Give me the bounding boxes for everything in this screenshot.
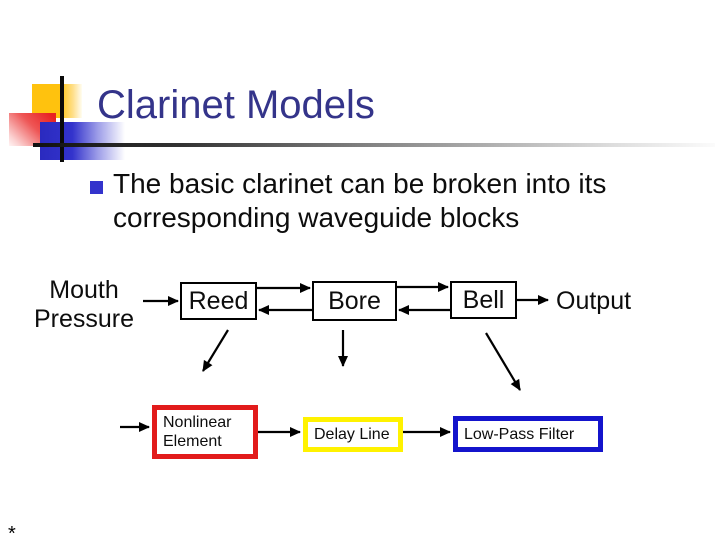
reed-box: Reed — [180, 282, 257, 320]
low-pass-filter-box-label: Low-Pass Filter — [464, 425, 575, 443]
bullet-text: The basic clarinet can be broken into it… — [113, 168, 607, 233]
title-underline-rule — [33, 143, 715, 147]
slide-title: Clarinet Models — [97, 83, 375, 127]
bell-box-label: Bell — [462, 285, 505, 314]
logo-yellow-square-icon — [32, 84, 82, 118]
mouth-pressure-label: Mouth Pressure — [33, 276, 135, 333]
arrow-reed-to-nonlinear — [202, 329, 229, 372]
bullet-square-icon — [90, 181, 103, 194]
delay-line-box: Delay Line — [303, 417, 403, 452]
bore-box: Bore — [312, 281, 397, 321]
output-label: Output — [556, 287, 632, 315]
arrow-bell-to-lowpass — [485, 332, 521, 391]
nonlinear-element-box-label: Nonlinear Element — [163, 414, 232, 450]
reed-box-label: Reed — [188, 286, 249, 315]
low-pass-filter-box: Low-Pass Filter — [453, 416, 603, 452]
bore-box-label: Bore — [328, 286, 381, 315]
logo-blue-square-icon — [40, 122, 125, 160]
bell-box: Bell — [450, 281, 517, 319]
nonlinear-element-box: Nonlinear Element — [152, 405, 258, 459]
logo-vertical-line — [60, 76, 64, 162]
footnote-asterisk: * — [8, 523, 16, 540]
delay-line-box-label: Delay Line — [314, 426, 390, 443]
